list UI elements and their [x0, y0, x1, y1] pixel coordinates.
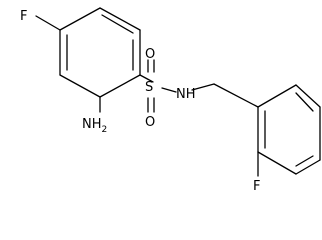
atom-o-bottom: O — [145, 115, 155, 130]
molecule-svg: F NH2 S O O NH F — [20, 7, 321, 194]
structure-diagram: F NH2 S O O NH F — [20, 7, 321, 194]
atom-f-left: F — [20, 9, 27, 24]
bond-c4-c5 — [99, 74, 141, 98]
left-benzene-ring — [59, 7, 141, 98]
right-benzene-ring — [257, 84, 321, 175]
atom-o-top: O — [145, 47, 155, 62]
bond-c-s — [139, 74, 154, 83]
double-bond-inner-6 — [295, 92, 314, 112]
bond-r5-r6 — [295, 84, 321, 108]
bond-nh-ch2 — [191, 83, 215, 91]
atom-nh2: NH2 — [82, 117, 107, 135]
bond-r2-r3 — [257, 151, 297, 175]
bond-r6-r1 — [257, 84, 297, 108]
atom-f-bottom: F — [253, 179, 260, 194]
bond-ch2-ring — [213, 83, 259, 108]
double-bond-inner-5 — [295, 155, 314, 167]
double-bond-inner-1 — [101, 14, 134, 34]
atom-s: S — [145, 80, 153, 95]
bond-c-f-left — [35, 15, 61, 31]
bond-c2-c3 — [99, 7, 141, 31]
bond-s-nh — [161, 87, 177, 93]
bond-c5-c6 — [59, 74, 101, 98]
atom-nh: NH — [176, 87, 196, 102]
bond-c1-c2 — [59, 7, 101, 31]
bond-r3-r4 — [295, 159, 321, 175]
